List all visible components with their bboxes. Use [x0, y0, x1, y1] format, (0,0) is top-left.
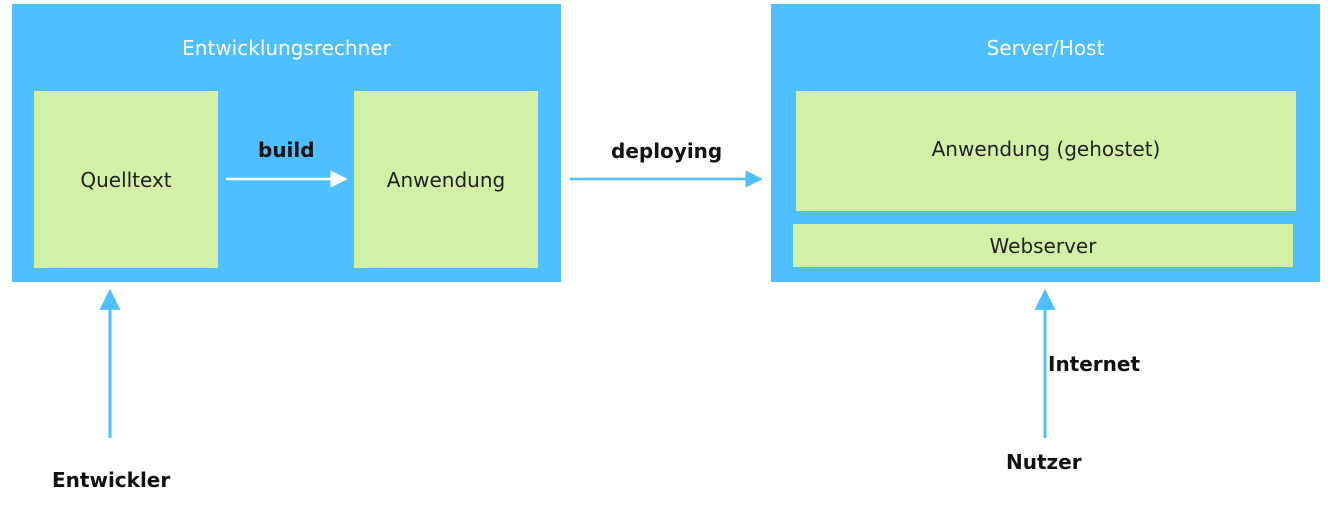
webserver-box: Webserver: [793, 224, 1293, 267]
server-title: Server/Host: [986, 36, 1105, 60]
application-box: Anwendung: [354, 91, 538, 268]
source-code-box: Quelltext: [34, 91, 218, 268]
server-container: Server/Host Anwendung (gehostet) Webserv…: [771, 4, 1320, 282]
internet-label: Internet: [1048, 352, 1141, 376]
dev-machine-title: Entwicklungsrechner: [182, 36, 391, 60]
hosted-application-box: Anwendung (gehostet): [796, 91, 1296, 211]
deploying-label: deploying: [611, 139, 723, 163]
user-label: Nutzer: [1006, 450, 1082, 474]
developer-label: Entwickler: [52, 468, 171, 492]
dev-machine-container: Entwicklungsrechner Quelltext Anwendung: [12, 4, 561, 282]
build-label: build: [258, 138, 315, 162]
